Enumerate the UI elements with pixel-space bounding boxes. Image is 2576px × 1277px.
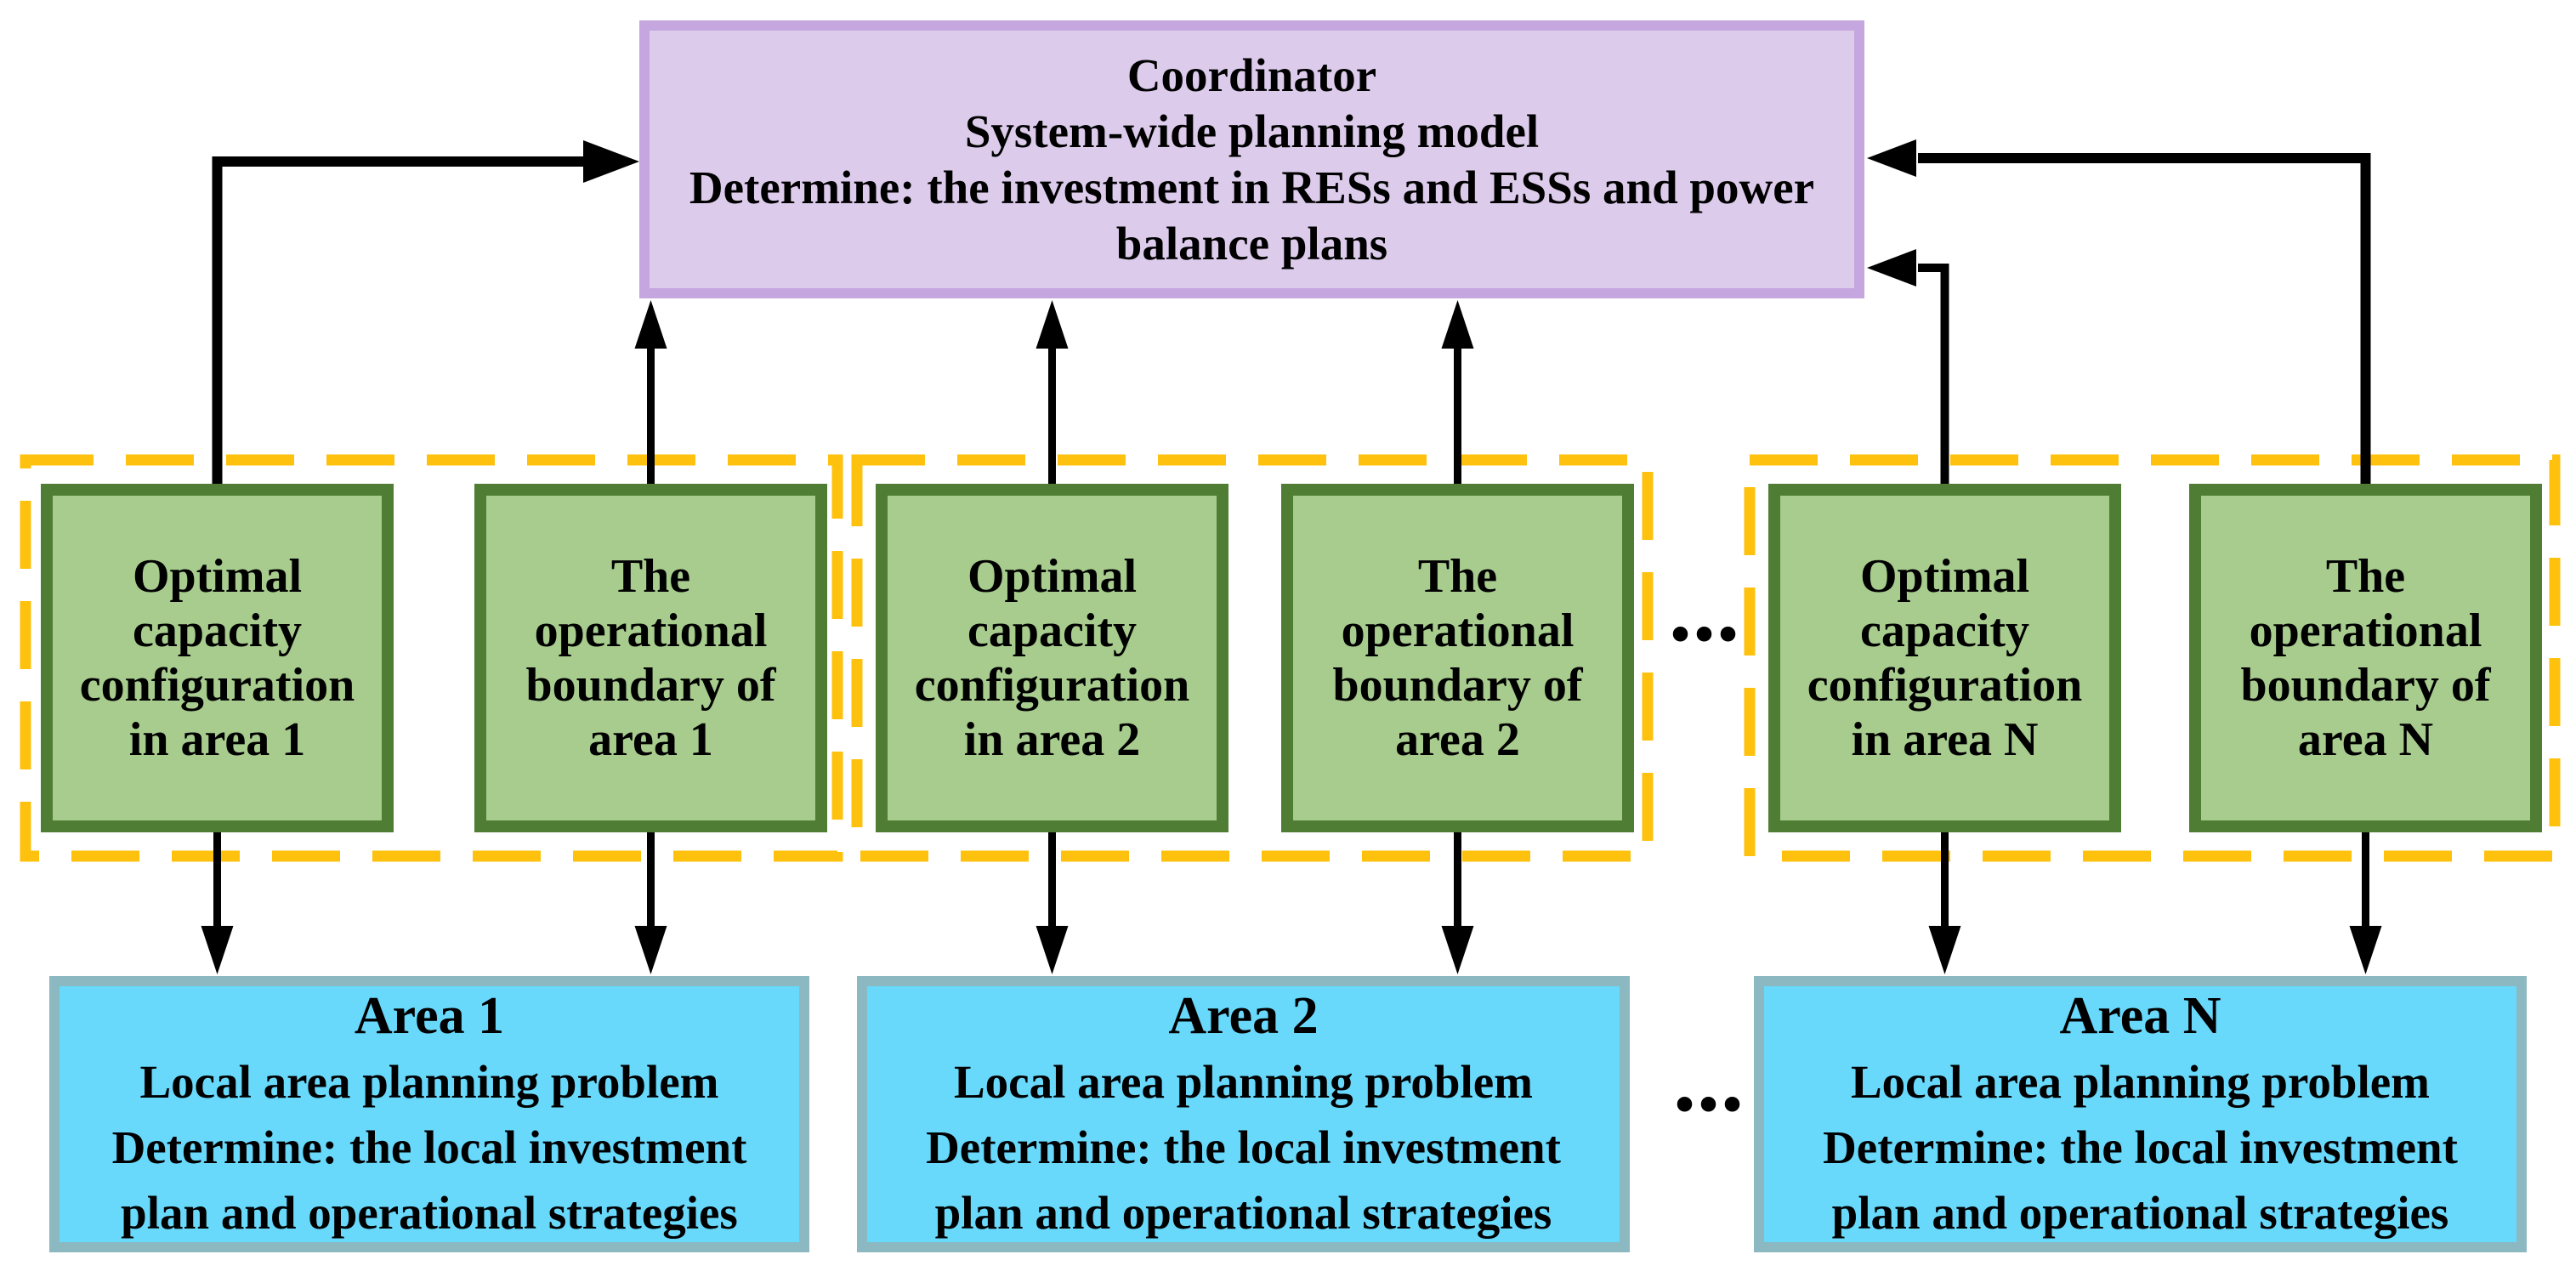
arrow-capacity-area-n-to-coordinator xyxy=(1867,249,1949,489)
arrow-boundary-area-n-to-coordinator xyxy=(1867,139,2371,489)
optimal-capacity-area-1-text: Optimal capacity configuration in area 1 xyxy=(79,550,355,766)
coordinator-text: Coordinator System-wide planning model D… xyxy=(689,48,1815,270)
area-2-body: Local area planning problem Determine: t… xyxy=(926,1055,1561,1239)
optimal-capacity-area-2-text: Optimal capacity configuration in area 2 xyxy=(914,550,1190,766)
box-area-1: Area 1 Local area planning problem Deter… xyxy=(49,976,809,1252)
area-1-body: Local area planning problem Determine: t… xyxy=(111,1055,747,1239)
ellipsis-middle-row: ... xyxy=(1669,559,1740,661)
arrow-capacity-area-2-to-coordinator xyxy=(1036,300,1069,489)
box-optimal-capacity-area-1: Optimal capacity configuration in area 1 xyxy=(41,484,394,832)
box-operational-boundary-area-n: The operational boundary of area N xyxy=(2189,484,2542,832)
coordinator-box: Coordinator System-wide planning model D… xyxy=(639,20,1864,298)
dashed-border-group-area-n xyxy=(1744,454,2561,862)
arrow-boundary-area-1-to-coordinator xyxy=(634,300,667,489)
box-optimal-capacity-area-2: Optimal capacity configuration in area 2 xyxy=(876,484,1228,832)
operational-boundary-area-n-text: The operational boundary of area N xyxy=(2240,550,2491,766)
arrow-boundary-to-area-n xyxy=(2349,827,2382,974)
box-area-2: Area 2 Local area planning problem Deter… xyxy=(857,976,1630,1252)
arrow-capacity-to-area-2 xyxy=(1036,827,1069,974)
arrow-boundary-to-area-2 xyxy=(1441,827,1474,974)
arrow-boundary-area-2-to-coordinator xyxy=(1441,300,1474,489)
area-n-body: Local area planning problem Determine: t… xyxy=(1823,1055,2458,1239)
box-area-n: Area N Local area planning problem Deter… xyxy=(1754,976,2527,1252)
arrow-boundary-to-area-1 xyxy=(634,827,667,974)
area-1-title: Area 1 xyxy=(354,986,505,1045)
box-operational-boundary-area-1: The operational boundary of area 1 xyxy=(474,484,827,832)
arrow-capacity-area-1-to-coordinator xyxy=(212,140,639,489)
dashed-border-group-area-1 xyxy=(20,454,843,862)
area-n-title: Area N xyxy=(2059,986,2221,1045)
box-optimal-capacity-area-n: Optimal capacity configuration in area N xyxy=(1768,484,2121,832)
box-operational-boundary-area-2: The operational boundary of area 2 xyxy=(1281,484,1634,832)
operational-boundary-area-1-text: The operational boundary of area 1 xyxy=(525,550,776,766)
optimal-capacity-area-n-text: Optimal capacity configuration in area N xyxy=(1807,550,2083,766)
arrow-capacity-to-area-n xyxy=(1928,827,1961,974)
area-2-title: Area 2 xyxy=(1168,986,1319,1045)
arrow-capacity-to-area-1 xyxy=(201,827,234,974)
ellipsis-bottom-row: ... xyxy=(1673,1030,1745,1131)
operational-boundary-area-2-text: The operational boundary of area 2 xyxy=(1332,550,1583,766)
